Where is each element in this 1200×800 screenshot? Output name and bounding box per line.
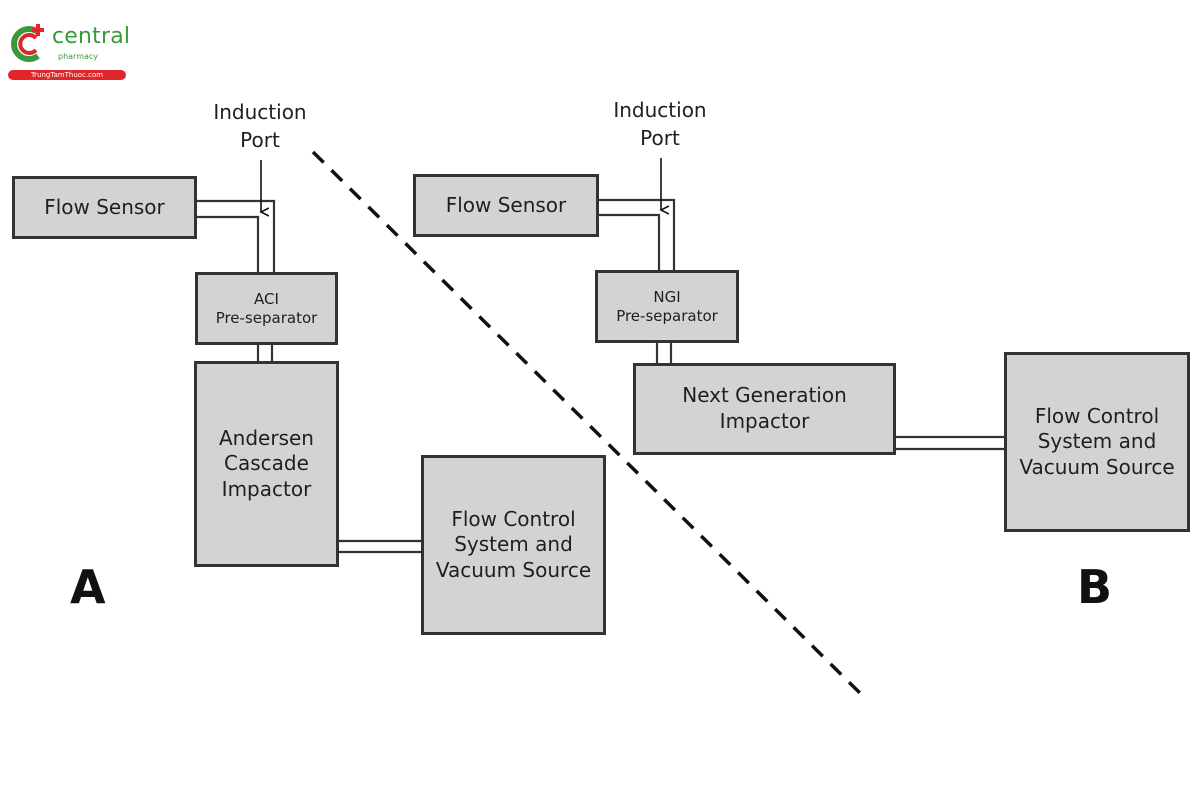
tube-a-outer (196, 199, 276, 273)
panel-label-b: B (1077, 560, 1113, 614)
logo-subtitle: pharmacy (58, 52, 99, 61)
flow-control-vacuum-box-a: Flow Control System and Vacuum Source (421, 455, 606, 635)
tube-a-inner (196, 215, 260, 273)
logo-website-tag: TrungTamThuoc.com (8, 70, 126, 80)
aci-preseparator-box: ACI Pre-separator (195, 272, 338, 345)
flow-sensor-box-a: Flow Sensor (12, 176, 197, 239)
andersen-cascade-impactor-box: Andersen Cascade Impactor (194, 361, 339, 567)
flow-control-vacuum-box-b: Flow Control System and Vacuum Source (1004, 352, 1190, 532)
flow-sensor-label-b: Flow Sensor (445, 192, 567, 217)
panel-label-a: A (70, 560, 106, 614)
tube-b-inner (597, 213, 661, 271)
logo-name: central (52, 24, 131, 49)
flow-sensor-label-a: Flow Sensor (44, 194, 165, 219)
flow-sensor-box-b: Flow Sensor (413, 174, 599, 237)
ngi-preseparator-box: NGI Pre-separator (595, 270, 739, 343)
central-pharmacy-logo: central pharmacy TrungTamThuoc.com (6, 22, 130, 82)
tube-b-outer (597, 198, 676, 271)
induction-port-label-b: Induction Port (613, 98, 707, 150)
logo-c-icon (11, 24, 44, 62)
induction-port-label-a: Induction Port (213, 100, 307, 152)
next-generation-impactor-box: Next Generation Impactor (633, 363, 896, 455)
